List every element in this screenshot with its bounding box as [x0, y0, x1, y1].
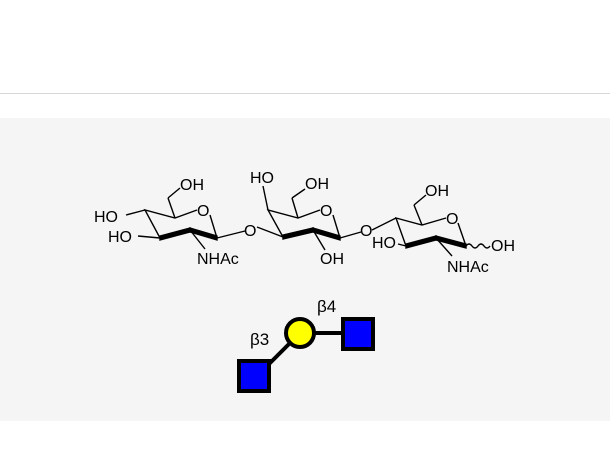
res2-oh2: OH	[320, 251, 344, 268]
res3-ring-o: O	[446, 211, 458, 228]
res3-nhac: NHAc	[447, 259, 489, 276]
beta3-label: β3	[250, 330, 269, 349]
galactose-circle	[284, 317, 316, 349]
glcnac-square-right	[341, 317, 375, 351]
beta4-label: β4	[317, 297, 336, 316]
res2-oh6: OH	[305, 176, 329, 193]
residue-3-bonds	[371, 194, 491, 257]
divider	[0, 93, 610, 94]
glcnac-square-left	[237, 359, 271, 393]
res1-ho3: HO	[108, 229, 132, 246]
snfg-symbol: β4 β3	[237, 297, 375, 393]
res3-ho3: HO	[372, 235, 396, 252]
link1-o: O	[244, 223, 256, 240]
residue-2-bonds	[256, 185, 362, 251]
res1-nhac: NHAc	[197, 251, 239, 268]
res3-oh1: OH	[491, 238, 515, 255]
res1-ho4: HO	[94, 209, 118, 226]
res2-ho4: HO	[250, 170, 274, 187]
res3-oh6: OH	[425, 183, 449, 200]
res2-ring-o: O	[320, 203, 332, 220]
res1-oh6: OH	[180, 177, 204, 194]
res1-ring-o: O	[197, 203, 209, 220]
structure-panel	[0, 118, 610, 421]
link2-o: O	[360, 223, 372, 240]
residue-1-bonds	[125, 187, 246, 250]
